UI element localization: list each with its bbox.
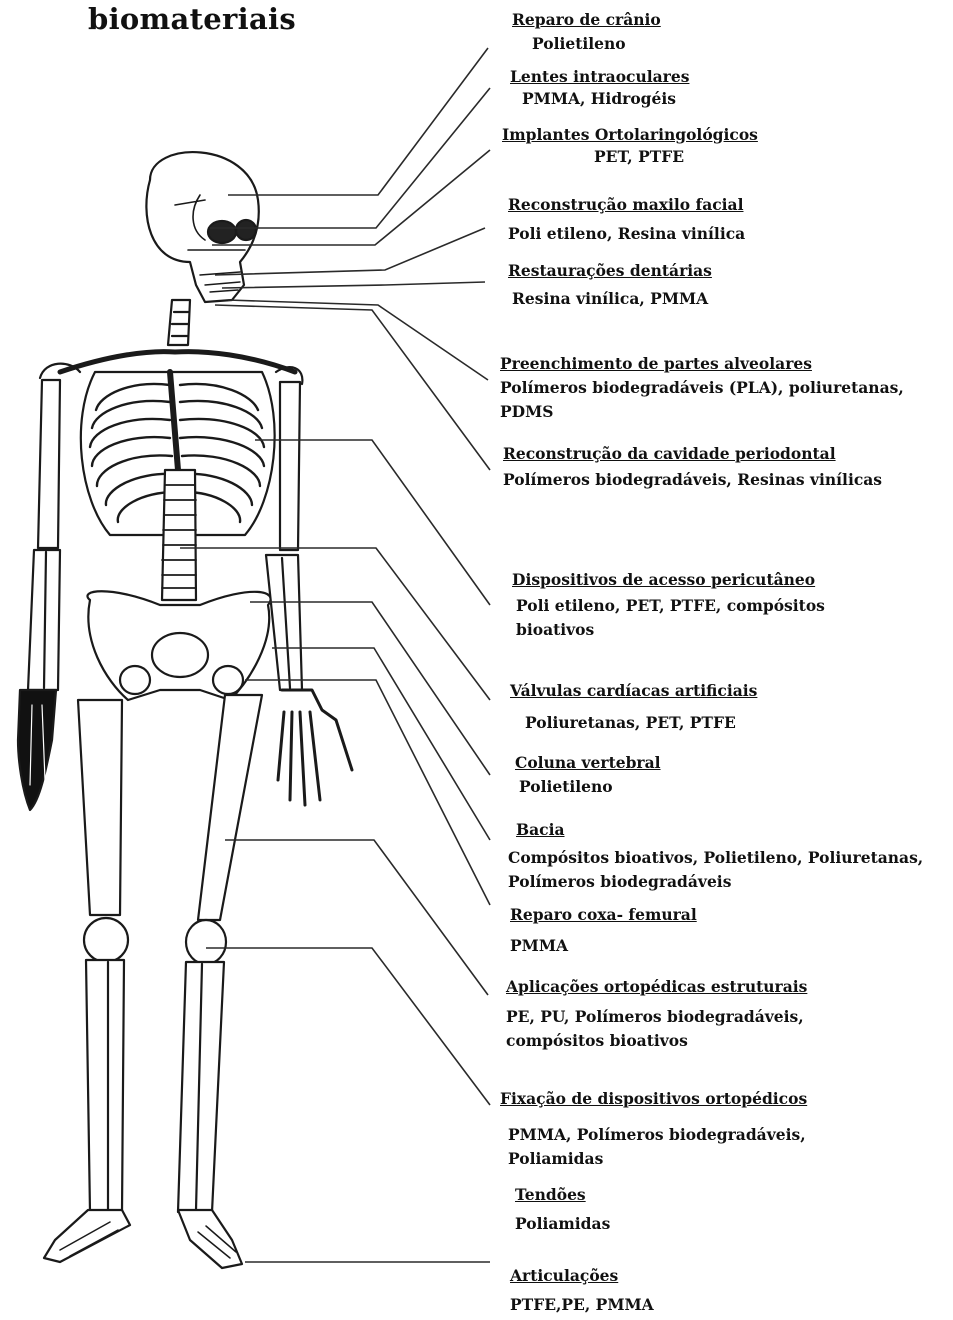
right-humerus: [280, 382, 300, 550]
label-heading: Bacia: [508, 818, 928, 842]
label-heading: Válvulas cardíacas artificiais: [510, 679, 757, 703]
label-pericutaneo: Dispositivos de acesso pericutâneo Poli …: [512, 568, 882, 642]
label-materials: PET, PTFE: [502, 145, 758, 169]
leader-coxa: [245, 680, 490, 905]
label-heading: Fixação de dispositivos ortopédicos: [500, 1087, 860, 1111]
label-coxa-femural: Reparo coxa- femural PMMA: [510, 903, 697, 958]
leader-fixacao: [206, 948, 490, 1105]
label-heading: Reparo de crânio: [512, 8, 661, 32]
label-heading: Reconstrução da cavidade periodontal: [503, 442, 883, 466]
label-materials: Polietileno: [512, 32, 661, 56]
label-materials: PMMA: [510, 934, 697, 958]
right-femur: [198, 695, 262, 920]
leader-ortopedicas: [225, 840, 488, 995]
clavicles: [60, 352, 295, 372]
label-materials: Polímeros biodegradáveis (PLA), poliuret…: [500, 376, 950, 424]
label-bacia: Bacia Compósitos bioativos, Polietileno,…: [508, 818, 928, 894]
label-coluna-vertebral: Coluna vertebral Polietileno: [515, 751, 661, 799]
leader-bacia: [272, 648, 490, 840]
label-materials: Poliuretanas, PET, PTFE: [510, 711, 757, 735]
left-femur: [78, 700, 122, 915]
left-knee: [84, 918, 128, 962]
label-heading: Preenchimento de partes alveolares: [500, 352, 950, 376]
left-forearm: [28, 550, 60, 690]
left-humerus: [38, 380, 60, 548]
left-foot: [44, 1210, 130, 1262]
label-materials: Poli etileno, Resina vinílica: [508, 222, 745, 246]
left-hand: [18, 690, 56, 810]
label-materials: PMMA, Hidrogéis: [510, 87, 689, 111]
label-materials: Compósitos bioativos, Polietileno, Poliu…: [508, 846, 928, 894]
leader-alveolares: [228, 300, 488, 380]
label-lentes-intraoculares: Lentes intraoculares PMMA, Hidrogéis: [510, 65, 689, 111]
label-materials: PE, PU, Polímeros biodegradáveis, compós…: [506, 1005, 866, 1053]
label-heading: Dispositivos de acesso pericutâneo: [512, 568, 882, 592]
label-alveolares: Preenchimento de partes alveolares Polím…: [500, 352, 950, 424]
label-materials: PTFE,PE, PMMA: [510, 1293, 654, 1317]
label-heading: Reconstrução maxilo facial: [508, 193, 745, 217]
label-maxilo-facial: Reconstrução maxilo facial Poli etileno,…: [508, 193, 745, 246]
label-articulacoes: Articulações PTFE,PE, PMMA: [510, 1264, 654, 1317]
right-knee: [186, 920, 226, 964]
label-heading: Restaurações dentárias: [508, 259, 712, 283]
label-heading: Coluna vertebral: [515, 751, 661, 775]
left-tibia: [86, 960, 124, 1212]
page-title: biomateriais: [88, 2, 296, 36]
label-periodontal: Reconstrução da cavidade periodontal Pol…: [503, 442, 883, 492]
label-materials: PMMA, Polímeros biodegradáveis, Poliamid…: [500, 1123, 860, 1171]
leader-dentarias: [222, 282, 485, 288]
right-foot: [178, 1210, 242, 1268]
label-heading: Reparo coxa- femural: [510, 903, 697, 927]
right-forearm: [266, 555, 302, 690]
label-valvulas: Válvulas cardíacas artificiais Poliureta…: [510, 679, 757, 735]
label-ortopedicas-estruturais: Aplicações ortopédicas estruturais PE, P…: [506, 975, 866, 1053]
label-materials: Resina vinílica, PMMA: [508, 287, 712, 311]
label-materials: Poli etileno, PET, PTFE, compósitos bioa…: [512, 594, 882, 642]
leader-cranio: [228, 48, 488, 195]
label-heading: Implantes Ortolaringológicos: [502, 123, 758, 147]
label-implantes-ortolaring: Implantes Ortolaringológicos PET, PTFE: [502, 123, 758, 169]
right-hand: [278, 690, 352, 805]
label-reparo-cranio: Reparo de crânio Polietileno: [512, 8, 661, 56]
skeleton-figure: [18, 152, 352, 1268]
label-materials: Polímeros biodegradáveis, Resinas viníli…: [503, 468, 883, 492]
label-restauracoes-dentarias: Restaurações dentárias Resina vinílica, …: [508, 259, 712, 311]
neck-vertebrae: [168, 300, 190, 345]
label-heading: Articulações: [510, 1264, 654, 1288]
label-heading: Tendões: [515, 1183, 610, 1207]
label-heading: Aplicações ortopédicas estruturais: [506, 975, 866, 999]
label-tendoes: Tendões Poliamidas: [515, 1183, 610, 1236]
label-fixacao-ortopedicos: Fixação de dispositivos ortopédicos PMMA…: [500, 1087, 860, 1171]
right-tibia: [178, 962, 224, 1212]
label-heading: Lentes intraoculares: [510, 65, 689, 89]
spine: [162, 470, 196, 600]
label-materials: Polietileno: [515, 775, 661, 799]
label-materials: Poliamidas: [515, 1212, 610, 1236]
